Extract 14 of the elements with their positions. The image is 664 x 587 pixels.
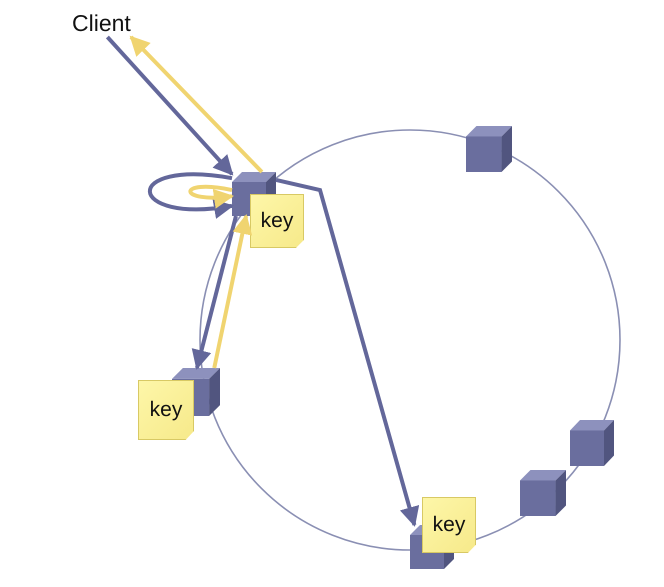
arrow — [212, 214, 252, 368]
arrow — [148, 172, 234, 218]
key-note: key — [422, 497, 476, 553]
arrow — [106, 36, 234, 176]
key-note: key — [250, 194, 304, 248]
arrow — [192, 216, 238, 370]
server-cube — [520, 470, 566, 516]
arrow — [188, 184, 234, 208]
arrow — [130, 36, 264, 174]
client-label: Client — [72, 10, 131, 37]
server-cube — [466, 126, 512, 172]
arrow — [276, 178, 420, 527]
server-cube — [570, 420, 614, 466]
key-note: key — [138, 380, 194, 440]
